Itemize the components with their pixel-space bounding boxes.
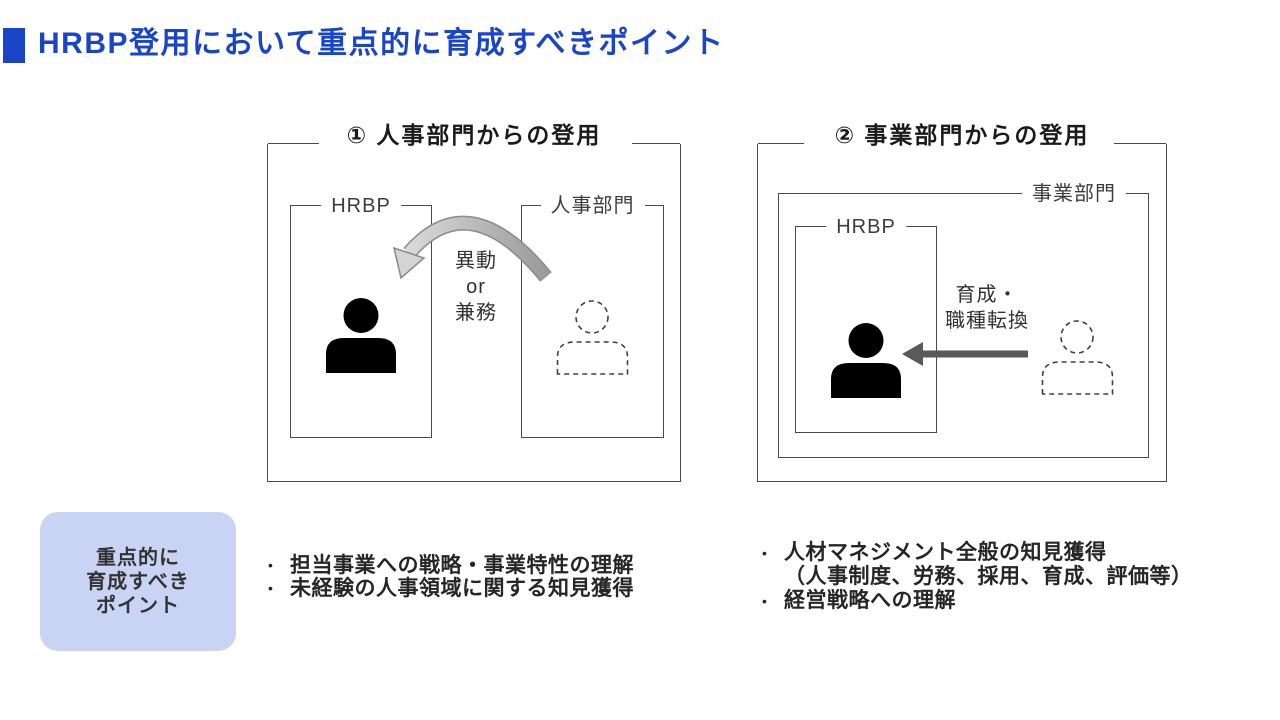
border-segment [758, 142, 804, 144]
border-segment [268, 142, 319, 144]
hrbp-box-label: HRBP [826, 214, 906, 240]
list-item: • 人材マネジメント全般の知見獲得 （人事制度、労務、採用、育成、評価等） [758, 541, 1193, 589]
biz-route-point-line: 人材マネジメント全般の知見獲得 [784, 541, 1107, 564]
bullet-icon: • [268, 580, 273, 596]
focus-points-label-line: ポイント [96, 594, 180, 617]
development-arrow-label: 育成・ 職種転換 [927, 282, 1047, 334]
hrbp-box-label: HRBP [321, 193, 401, 219]
transfer-arrow-label-line: 異動 [455, 250, 497, 272]
biz-route-point: 人材マネジメント全般の知見獲得 （人事制度、労務、採用、育成、評価等） [784, 541, 1193, 589]
focus-points-label-line: 重点的に [96, 546, 180, 569]
list-item: • 経営戦略への理解 [758, 589, 1193, 613]
biz-dept-box: 事業部門 HRBP 育成・ 職種転換 [778, 181, 1149, 458]
hr-route-points-list: • 担当事業への戦略・事業特性の理解 • 未経験の人事領域に関する知見獲得 [264, 554, 634, 600]
diagram-hr-route-caption: ① 人事部門からの登用 [340, 116, 608, 150]
development-arrow-label-line: 育成・ [955, 284, 1019, 306]
diagram-biz-route: ② 事業部門からの登用 事業部門 HRBP 育成・ 職種転換 [757, 116, 1167, 482]
hr-route-point: 未経験の人事領域に関する知見獲得 [290, 577, 634, 600]
hrbp-box: HRBP [290, 193, 432, 438]
diagram-biz-route-caption: ② 事業部門からの登用 [828, 116, 1096, 150]
hr-dept-box: 人事部門 [521, 193, 664, 438]
biz-route-points-list: • 人材マネジメント全般の知見獲得 （人事制度、労務、採用、育成、評価等） • … [758, 541, 1193, 613]
development-arrow-label-line: 職種転換 [945, 310, 1029, 332]
list-item: • 担当事業への戦略・事業特性の理解 [264, 554, 634, 577]
biz-dept-box-label: 事業部門 [1022, 181, 1126, 207]
biz-route-point-subline: （人事制度、労務、採用、育成、評価等） [784, 565, 1193, 588]
transfer-arrow-label-line: 兼務 [455, 302, 497, 324]
person-outline-icon [556, 300, 629, 375]
bullet-icon: • [762, 545, 767, 561]
person-icon [326, 298, 396, 373]
hr-route-point: 担当事業への戦略・事業特性の理解 [290, 554, 634, 577]
bullet-icon: • [268, 557, 273, 573]
transfer-arrow-label: 異動 or 兼務 [436, 248, 516, 326]
person-icon [831, 323, 901, 398]
transfer-arrow-label-line: or [466, 276, 486, 298]
bullet-icon: • [762, 593, 767, 609]
border-segment [632, 142, 680, 144]
left-arrow-icon [902, 342, 1028, 366]
diagram-hr-route: ① 人事部門からの登用 HRBP 人事部門 異動 or 兼務 [267, 116, 681, 482]
title-accent-bar [3, 28, 25, 63]
curved-arrow-icon [392, 215, 552, 282]
biz-route-point: 経営戦略への理解 [784, 589, 956, 612]
page-title: HRBP登用において重点的に育成すべきポイント [38, 27, 725, 60]
person-outline-icon [1041, 320, 1114, 395]
hr-dept-box-label: 人事部門 [540, 193, 645, 219]
list-item: • 未経験の人事領域に関する知見獲得 [264, 577, 634, 600]
border-segment [1114, 142, 1166, 144]
hrbp-box: HRBP [795, 214, 937, 433]
focus-points-label-line: 育成すべき [86, 570, 190, 593]
focus-points-box: 重点的に 育成すべき ポイント [40, 512, 236, 651]
